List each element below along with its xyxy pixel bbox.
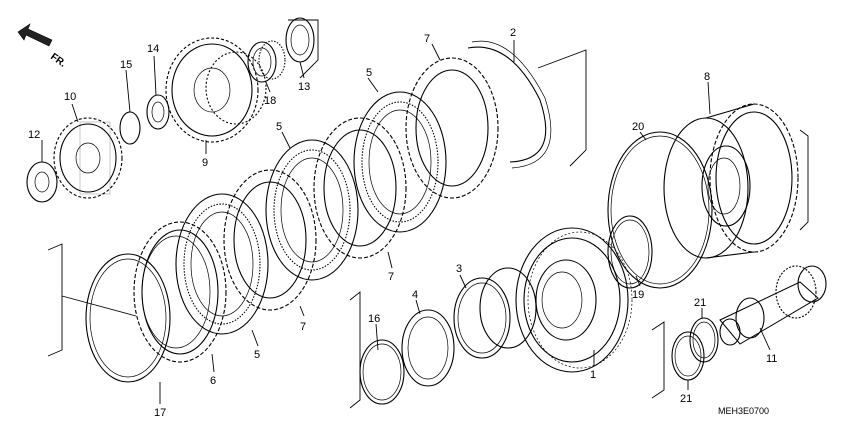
diagram-code: MEH3E0700 — [718, 406, 769, 416]
callout-8: 8 — [704, 71, 710, 83]
part-16-snap-ring — [359, 339, 405, 405]
callout-4: 4 — [412, 289, 418, 301]
callout-7-low: 7 — [300, 321, 306, 333]
direction-label: FR. — [48, 51, 68, 69]
callout-5-low: 5 — [254, 349, 260, 361]
part-7-plate-middle — [313, 117, 407, 259]
part-13-washer — [285, 17, 315, 63]
part-17-snap-ring — [85, 253, 171, 383]
callout-13: 13 — [298, 81, 310, 93]
callout-9: 9 — [202, 157, 208, 169]
leader-lines — [41, 40, 771, 404]
callout-14: 14 — [147, 43, 159, 55]
callout-11: 11 — [766, 353, 777, 365]
part-14-washer — [146, 94, 170, 130]
part-9-gear — [165, 37, 267, 143]
part-11-shaft — [719, 265, 827, 346]
part-6-end-plate — [133, 221, 227, 363]
part-7-plate-lower — [223, 169, 317, 311]
part-1-piston — [515, 227, 633, 373]
callout-7-top: 7 — [424, 33, 430, 45]
part-8-clutch-drum — [663, 103, 799, 259]
front-direction-arrow-icon — [17, 23, 53, 47]
part-5-disc-lower — [175, 193, 269, 335]
part-10-gear — [53, 117, 123, 199]
part-7-plate-upper — [405, 57, 499, 199]
part-19-o-ring — [607, 215, 653, 289]
part-18-needle-bearing — [247, 40, 286, 83]
callout-17: 17 — [154, 407, 166, 419]
callout-21-lower: 21 — [680, 393, 692, 405]
callout-18: 18 — [264, 95, 276, 107]
callout-2: 2 — [510, 27, 516, 39]
callout-15: 15 — [120, 59, 132, 71]
callout-19: 19 — [632, 289, 644, 301]
part-5-disc-middle — [265, 139, 359, 281]
callout-20: 20 — [632, 121, 644, 133]
part-15-snap-ring — [119, 111, 141, 145]
callout-21-upper: 21 — [694, 297, 706, 309]
callout-1: 1 — [590, 369, 596, 381]
part-4-ring — [401, 309, 455, 387]
callout-5-top: 5 — [366, 67, 372, 79]
part-5-disc-upper — [353, 91, 447, 233]
part-12-washer — [26, 161, 58, 203]
part-2-snap-ring — [467, 40, 552, 169]
callout-10: 10 — [64, 91, 76, 103]
callout-6: 6 — [210, 375, 216, 387]
part-20-o-ring — [607, 131, 713, 289]
part-3-seal-ring — [453, 267, 537, 359]
callout-16: 16 — [368, 313, 380, 325]
callout-5-mid: 5 — [276, 121, 282, 133]
callout-12: 12 — [28, 129, 40, 141]
callout-7-mid: 7 — [388, 271, 394, 283]
callout-3: 3 — [456, 263, 462, 275]
